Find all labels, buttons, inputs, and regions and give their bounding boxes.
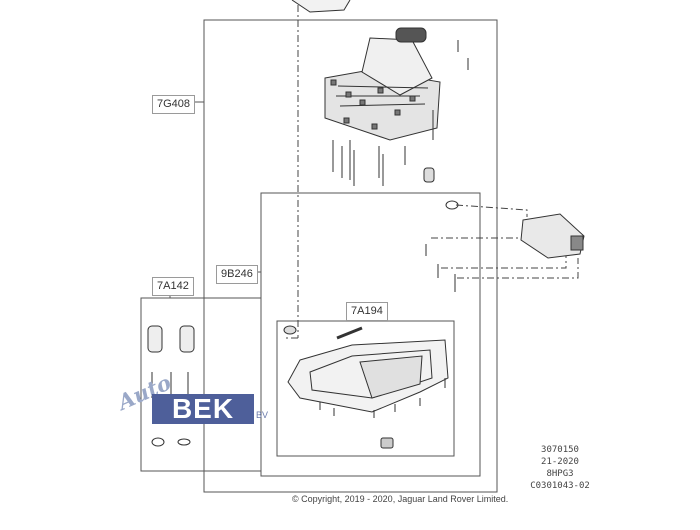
callout-seal-kit: 7A142 <box>152 277 194 296</box>
seal-kit-icon <box>147 325 195 447</box>
frame-control-module <box>260 192 481 477</box>
callout-valve-body: 7G408 <box>152 95 196 114</box>
reference-line-2: 21-2020 <box>541 457 579 467</box>
watermark-suffix: BV <box>256 410 269 420</box>
leader-lines <box>286 5 579 339</box>
valve-body-icon <box>291 0 469 186</box>
watermark-logo: Auto BEK BV <box>110 370 270 440</box>
callout-control-module: 9B246 <box>216 265 258 284</box>
watermark-name: BEK <box>152 394 254 424</box>
control-module-icon <box>425 200 585 292</box>
reference-line-3: 8HPG3 <box>546 469 574 479</box>
frame-valve-body <box>203 19 498 493</box>
callout-oil-pan: 7A194 <box>346 302 388 321</box>
reference-code: 3070150 21-2020 8HPG3 C0301043-02 <box>528 444 592 492</box>
frame-seal-kit <box>140 297 262 472</box>
reference-line-1: 3070150 <box>541 445 579 455</box>
copyright-text: © Copyright, 2019 - 2020, Jaguar Land Ro… <box>292 494 509 504</box>
oil-pan-icon <box>283 325 449 449</box>
reference-line-4: C0301043-02 <box>530 481 590 491</box>
